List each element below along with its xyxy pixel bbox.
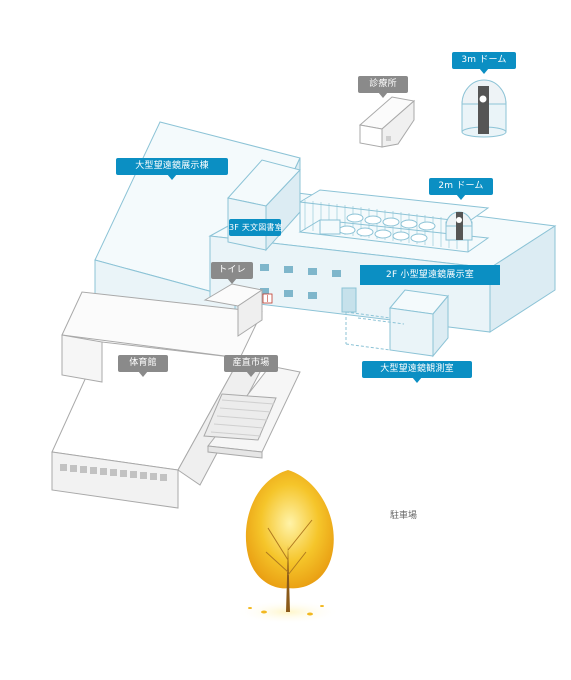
- label-large-telescope-hall[interactable]: 大型望遠鏡展示棟: [116, 158, 228, 180]
- dome-3m-icon[interactable]: [461, 79, 507, 138]
- label-observation-room[interactable]: 大型望遠鏡観測室: [362, 361, 472, 383]
- market-building[interactable]: [203, 365, 301, 459]
- label-small-telescope-hall[interactable]: 2F 小型望遠鏡展示室: [360, 265, 500, 285]
- restroom-building[interactable]: [203, 283, 264, 337]
- label-toilet[interactable]: トイレ: [211, 262, 253, 284]
- label-library[interactable]: 3F 天文図書室: [229, 219, 283, 236]
- label-market[interactable]: 産直市場: [224, 355, 278, 377]
- clinic-building[interactable]: [358, 96, 416, 148]
- label-parking: 駐車場: [390, 511, 418, 521]
- observation-room-building[interactable]: [389, 289, 449, 358]
- restroom-icon: [262, 293, 273, 304]
- label-dome-2m[interactable]: 2m ドーム: [429, 178, 493, 200]
- dome-2m-icon[interactable]: [445, 211, 473, 241]
- label-gym[interactable]: 体育館: [118, 355, 168, 377]
- tree-icon: [236, 470, 340, 624]
- label-clinic[interactable]: 診療所: [358, 76, 408, 98]
- gym-building[interactable]: [51, 291, 263, 509]
- label-dome-3m[interactable]: 3m ドーム: [452, 52, 516, 74]
